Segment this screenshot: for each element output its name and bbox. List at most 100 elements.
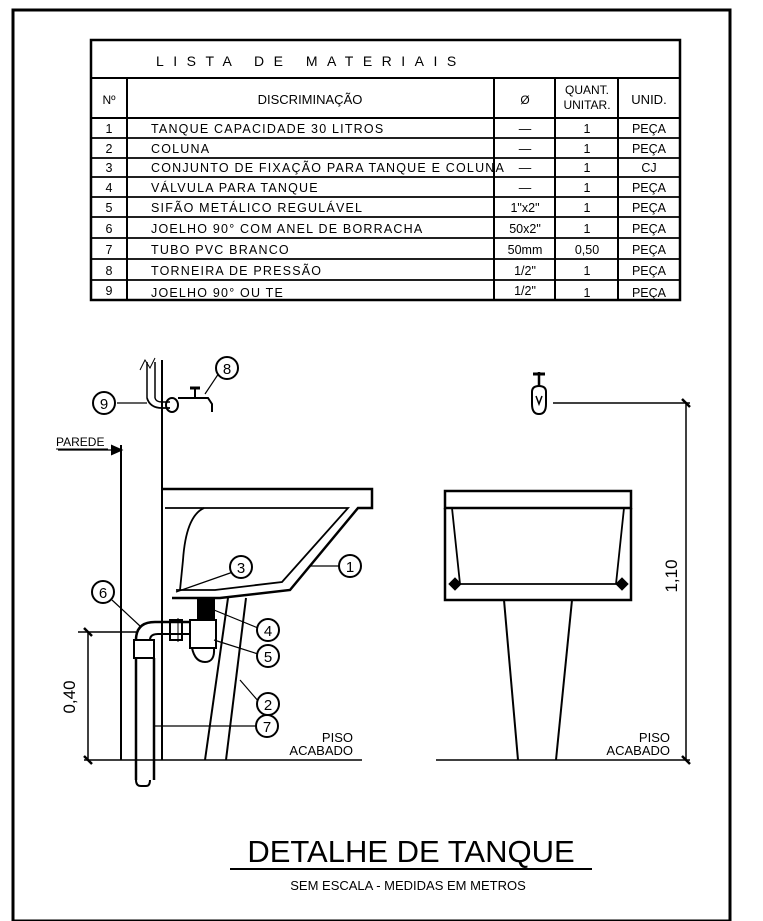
dimension-tick: [681, 398, 691, 408]
table-row: 6 JOELHO 90° COM ANEL DE BORRACHA 50x2" …: [106, 222, 667, 236]
header-qty-line1: QUANT.: [565, 83, 609, 97]
pipe-coupling: [169, 619, 183, 641]
row-qty: 1: [584, 201, 591, 215]
callouts: 9 8 1 3 6 4 5 2: [91, 356, 362, 738]
table-row: 4 VÁLVULA PARA TANQUE — 1 PEÇA: [106, 180, 667, 195]
row-num: 1: [106, 122, 113, 136]
row-desc: JOELHO 90° COM ANEL DE BORRACHA: [151, 222, 423, 236]
row-unit: PEÇA: [632, 264, 667, 278]
floor-label-front-2: ACABADO: [606, 743, 670, 758]
row-qty: 1: [584, 222, 591, 236]
faucet-body: [165, 397, 179, 413]
callout-label: 9: [100, 396, 108, 413]
callout-5: 5: [256, 644, 280, 668]
leader-8: [204, 372, 220, 395]
dimension-tick: [681, 755, 691, 765]
row-num: 8: [106, 264, 113, 278]
row-qty: 1: [584, 264, 591, 278]
table-title: LISTA DE MATERIAIS: [156, 53, 466, 69]
leader-5: [213, 639, 259, 655]
elbow-fitting: [146, 397, 170, 409]
row-dia: 1/2": [514, 284, 536, 298]
table-rows: 1 TANQUE CAPACIDADE 30 LITROS — 1 PEÇA 2…: [106, 122, 667, 300]
row-desc: COLUNA: [151, 142, 210, 156]
row-desc: VÁLVULA PARA TANQUE: [151, 180, 319, 195]
pvc-pipe-end: [135, 779, 151, 787]
row-unit: PEÇA: [632, 286, 667, 300]
row-qty: 1: [584, 122, 591, 136]
row-unit: PEÇA: [632, 181, 667, 195]
break-mark: [139, 357, 156, 371]
callout-label: 6: [99, 585, 107, 602]
leader-2: [239, 679, 260, 703]
column-line: [225, 597, 247, 761]
table-row: 3 CONJUNTO DE FIXAÇÃO PARA TANQUE E COLU…: [106, 161, 657, 175]
callout-4: 4: [256, 618, 280, 642]
row-desc: CONJUNTO DE FIXAÇÃO PARA TANQUE E COLUNA: [151, 161, 505, 175]
dimension-tick: [83, 755, 93, 765]
header-unit: UNID.: [631, 92, 666, 107]
callout-3: 3: [229, 555, 253, 579]
row-unit: PEÇA: [632, 122, 667, 136]
row-dia: 50x2": [509, 222, 541, 236]
siphon-bowl: [191, 647, 216, 664]
column-front-line: [503, 599, 519, 761]
row-dia: 1/2": [514, 264, 536, 278]
row-qty: 0,50: [575, 243, 599, 257]
row-unit: PEÇA: [632, 142, 667, 156]
materials-table: LISTA DE MATERIAIS Nº DISCRIMINAÇÃO Ø QU…: [89, 38, 682, 302]
row-desc: TORNEIRA DE PRESSÃO: [151, 264, 322, 278]
callout-1: 1: [338, 554, 362, 578]
header-dia: Ø: [520, 93, 529, 107]
row-num: 9: [106, 284, 113, 298]
callout-8: 8: [215, 356, 239, 380]
callout-label: 3: [237, 560, 245, 577]
front-elevation: [436, 372, 691, 765]
row-dia: —: [519, 142, 532, 156]
table-row: 2 COLUNA — 1 PEÇA: [106, 142, 667, 156]
dimension-0-40: 0,40: [60, 680, 79, 713]
drawing-subtitle: SEM ESCALA - MEDIDAS EM METROS: [290, 878, 526, 893]
table-row: 8 TORNEIRA DE PRESSÃO 1/2" 1 PEÇA: [106, 264, 667, 278]
row-separators: [91, 137, 680, 281]
tank-front-basin: [451, 507, 625, 585]
drawing-title: DETALHE DE TANQUE: [247, 834, 574, 869]
row-num: 5: [106, 201, 113, 215]
column-line: [204, 597, 229, 761]
pvc-elbow: [149, 633, 190, 641]
table-row: 5 SIFÃO METÁLICO REGULÁVEL 1"x2" 1 PEÇA: [106, 200, 667, 215]
row-desc: JOELHO 90° OU TE: [151, 286, 284, 300]
callout-label: 8: [223, 361, 231, 378]
row-num: 7: [106, 243, 113, 257]
callout-label: 5: [264, 649, 272, 666]
row-num: 2: [106, 142, 113, 156]
callout-7: 7: [255, 714, 279, 738]
valve: [197, 597, 215, 619]
row-num: 3: [106, 161, 113, 175]
table-row: 1 TANQUE CAPACIDADE 30 LITROS — 1 PEÇA: [106, 122, 667, 136]
leader-4: [213, 609, 259, 629]
callout-6: 6: [91, 580, 115, 604]
floor-label-side-2: ACABADO: [289, 743, 353, 758]
row-unit: PEÇA: [632, 222, 667, 236]
fixing-point: [615, 577, 629, 591]
floor-label-front-1: PISO: [639, 730, 670, 745]
tank-outline: [162, 487, 374, 600]
row-dia: 50mm: [508, 243, 543, 257]
row-desc: SIFÃO METÁLICO REGULÁVEL: [151, 200, 363, 215]
row-num: 6: [106, 222, 113, 236]
tank-front-body: [443, 508, 633, 602]
dimension-tick: [83, 627, 93, 637]
column-front-line: [555, 599, 573, 761]
row-dia: 1"x2": [510, 201, 539, 215]
callout-label: 4: [264, 623, 272, 640]
row-num: 4: [106, 181, 113, 195]
row-desc: TANQUE CAPACIDADE 30 LITROS: [151, 122, 384, 136]
floor-label-side-1: PISO: [322, 730, 353, 745]
header-desc: DISCRIMINAÇÃO: [258, 92, 363, 107]
row-unit: PEÇA: [632, 201, 667, 215]
callout-9: 9: [92, 391, 116, 415]
leader-6: [111, 599, 141, 627]
table-row: 7 TUBO PVC BRANCO 50mm 0,50 PEÇA: [106, 243, 667, 257]
